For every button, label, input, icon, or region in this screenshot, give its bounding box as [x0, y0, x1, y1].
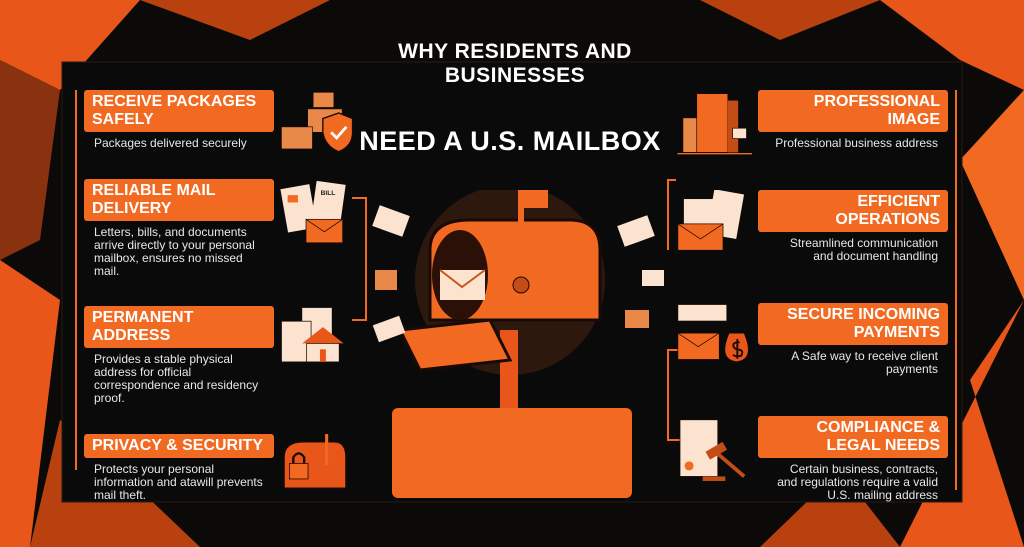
right-item-1: PROFESSIONAL IMAGE Professional business…	[677, 90, 948, 155]
right-item-header-1: PROFESSIONAL IMAGE	[758, 90, 948, 132]
check-money-bag-icon	[677, 304, 749, 363]
title-main: NEED A U.S. MAILBOX	[359, 126, 661, 156]
blank-orange-panel	[392, 408, 632, 498]
right-item-header-3: SECURE INCOMING PAYMENTS	[758, 303, 948, 345]
mailbox-icon	[372, 190, 664, 410]
right-item-header-4: COMPLIANCE & LEGAL NEEDS	[758, 416, 948, 458]
bill-envelope-icon: BILL	[280, 180, 346, 243]
resident-reasons: RECEIVE PACKAGES SAFELY Packages deliver…	[84, 90, 354, 502]
left-item-1: RECEIVE PACKAGES SAFELY Packages deliver…	[84, 90, 354, 153]
left-item-header-4: PRIVACY & SECURITY	[84, 433, 274, 458]
right-item-2: EFFICIENT OPERATIONS Streamlined communi…	[677, 190, 948, 263]
left-item-desc-4: Protects your personal information and a…	[94, 461, 263, 502]
business-reasons: PROFESSIONAL IMAGE Professional business…	[677, 90, 948, 502]
left-item-header-1: RECEIVE PACKAGES SAFELY	[84, 90, 274, 132]
left-item-desc-3: Provides a stable physical address for o…	[94, 352, 259, 406]
title-top: WHY RESIDENTS AND BUSINESSES	[398, 40, 632, 87]
left-item-4: PRIVACY & SECURITY Protects your persona…	[84, 433, 347, 502]
house-document-icon	[281, 308, 344, 363]
documents-envelope-icon	[677, 190, 745, 251]
padlock-mailbox-icon	[283, 433, 347, 489]
right-item-desc-1: Professional business address	[775, 136, 938, 150]
right-item-desc-2: Streamlined communication and document h…	[789, 236, 938, 263]
left-item-header-2: RELIABLE MAIL DELIVERY	[84, 178, 274, 221]
right-item-header-2: EFFICIENT OPERATIONS	[758, 190, 948, 232]
left-item-3: PERMANENT ADDRESS Provides a stable phys…	[84, 306, 344, 406]
gavel-contract-icon	[679, 419, 746, 481]
package-shield-icon	[281, 91, 354, 153]
left-item-desc-1: Packages delivered securely	[94, 136, 247, 150]
left-item-header-3: PERMANENT ADDRESS	[84, 306, 274, 349]
left-item-2: RELIABLE MAIL DELIVERY Letters, bills, a…	[84, 178, 346, 278]
office-building-icon	[677, 93, 752, 155]
right-item-desc-3: A Safe way to receive client payments	[791, 349, 938, 376]
bill-label: BILL	[321, 190, 336, 197]
left-item-desc-2: Letters, bills, and documents arrive dir…	[94, 224, 255, 278]
right-item-4: COMPLIANCE & LEGAL NEEDS Certain busines…	[679, 416, 948, 502]
right-item-desc-4: Certain business, contracts, and regulat…	[777, 462, 938, 502]
right-item-3: SECURE INCOMING PAYMENTS A Safe way to r…	[677, 303, 948, 376]
